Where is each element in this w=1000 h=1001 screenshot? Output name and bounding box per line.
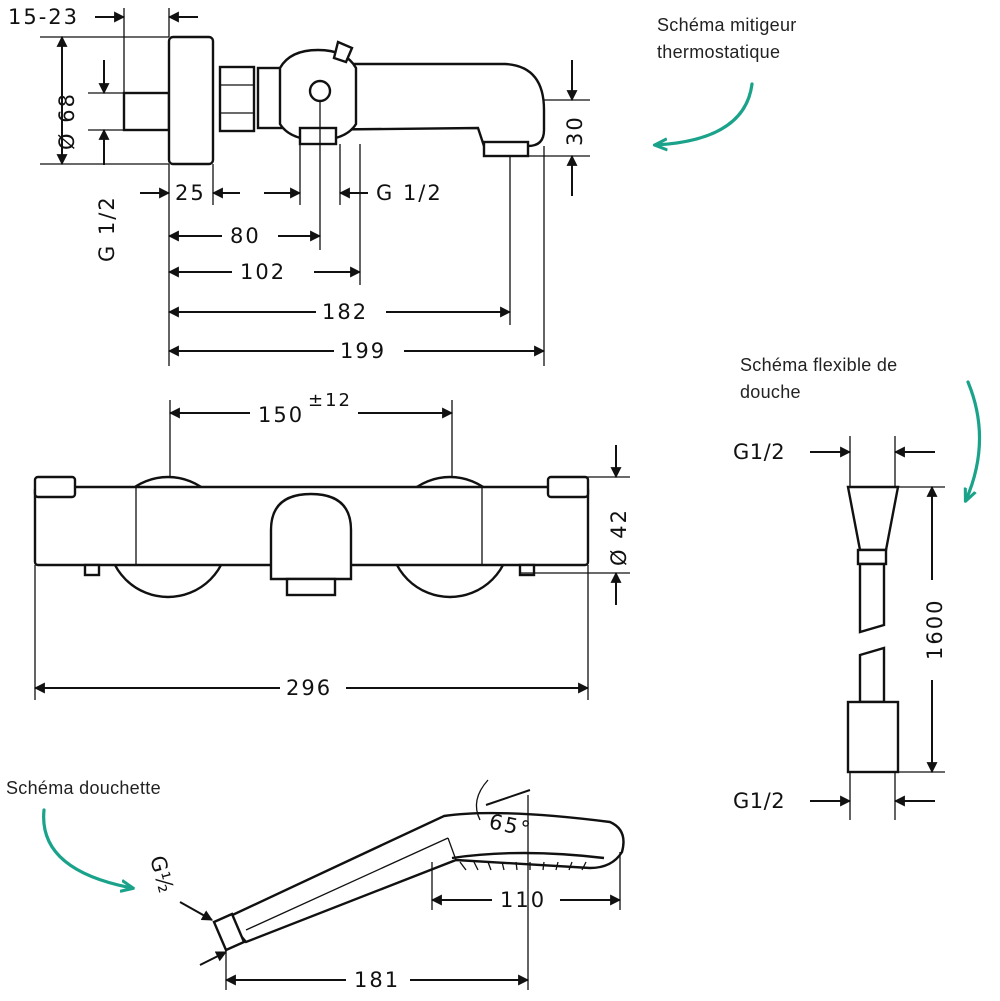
dim-181: 181 [354, 968, 400, 992]
right-foot [518, 563, 536, 577]
lever [332, 40, 354, 64]
outlet-nozzle [285, 577, 337, 597]
dim-150: 150 [258, 403, 304, 427]
caption-handshower-arrow-icon [42, 808, 132, 888]
caption-mixer-line2: thermostatique [657, 42, 780, 62]
caption-hose-line1: Schéma flexible de [740, 355, 898, 375]
left-handle-cap [33, 475, 77, 499]
handshower-thread: G½ [145, 853, 178, 896]
dim-g12-outlet-thread: G 1/2 [376, 181, 443, 205]
center-outlet [269, 492, 353, 581]
control-axis [308, 79, 332, 103]
dim-110: 110 [500, 888, 546, 912]
wall-connector [122, 91, 171, 132]
hose-top-nut [846, 485, 900, 552]
dim-102: 102 [240, 260, 286, 284]
spout-outlet [482, 140, 530, 158]
hose-segment-lower [858, 646, 886, 704]
hand-shower: G½ 65° 110 181 [145, 779, 625, 992]
shower-hose: G1/2 1600 G1/2 [733, 436, 947, 820]
hex-nut [218, 65, 256, 133]
caption-mixer-line1: Schéma mitigeur [657, 15, 797, 35]
dim-diameter-68: Ø 68 [55, 92, 79, 150]
handshower-connector [212, 912, 246, 952]
hose-g12-bottom: G1/2 [733, 789, 785, 813]
dim-25: 25 [175, 181, 206, 205]
dim-199: 199 [340, 339, 386, 363]
right-handle-cap [546, 475, 590, 499]
hose-bottom-nut [846, 700, 900, 774]
dim-30: 30 [563, 115, 587, 146]
dim-296: 296 [286, 676, 332, 700]
left-foot [83, 563, 101, 577]
caption-mixer-arrow-icon [656, 82, 754, 145]
mixer-side-view: 15-23 Ø 68 G 1/2 25 G 1/2 30 80 102 182 [8, 5, 590, 366]
mixer-outlet-nozzle [298, 126, 338, 146]
hose-segment-upper [858, 562, 886, 634]
dim-150-tolerance: ±12 [308, 390, 352, 411]
spray-nozzles [459, 861, 587, 871]
caption-handshower: Schéma douchette [6, 778, 161, 798]
mixer-front-view: 150 ±12 Ø 42 296 [33, 390, 631, 700]
escutcheon-disc [167, 35, 215, 166]
dim-diameter-42: Ø 42 [607, 508, 631, 566]
dim-g12-wall-thread: G 1/2 [95, 195, 119, 262]
hose-length: 1600 [923, 599, 947, 660]
dim-182: 182 [322, 300, 368, 324]
caption-hose-line2: douche [740, 382, 801, 402]
hose-g12-top: G1/2 [733, 440, 785, 464]
dim-80: 80 [230, 224, 261, 248]
shower-handle-and-head [224, 811, 625, 944]
caption-hose-arrow-icon [966, 380, 982, 500]
hose-top-ferrule [856, 548, 888, 566]
dim-15-23: 15-23 [8, 5, 79, 29]
